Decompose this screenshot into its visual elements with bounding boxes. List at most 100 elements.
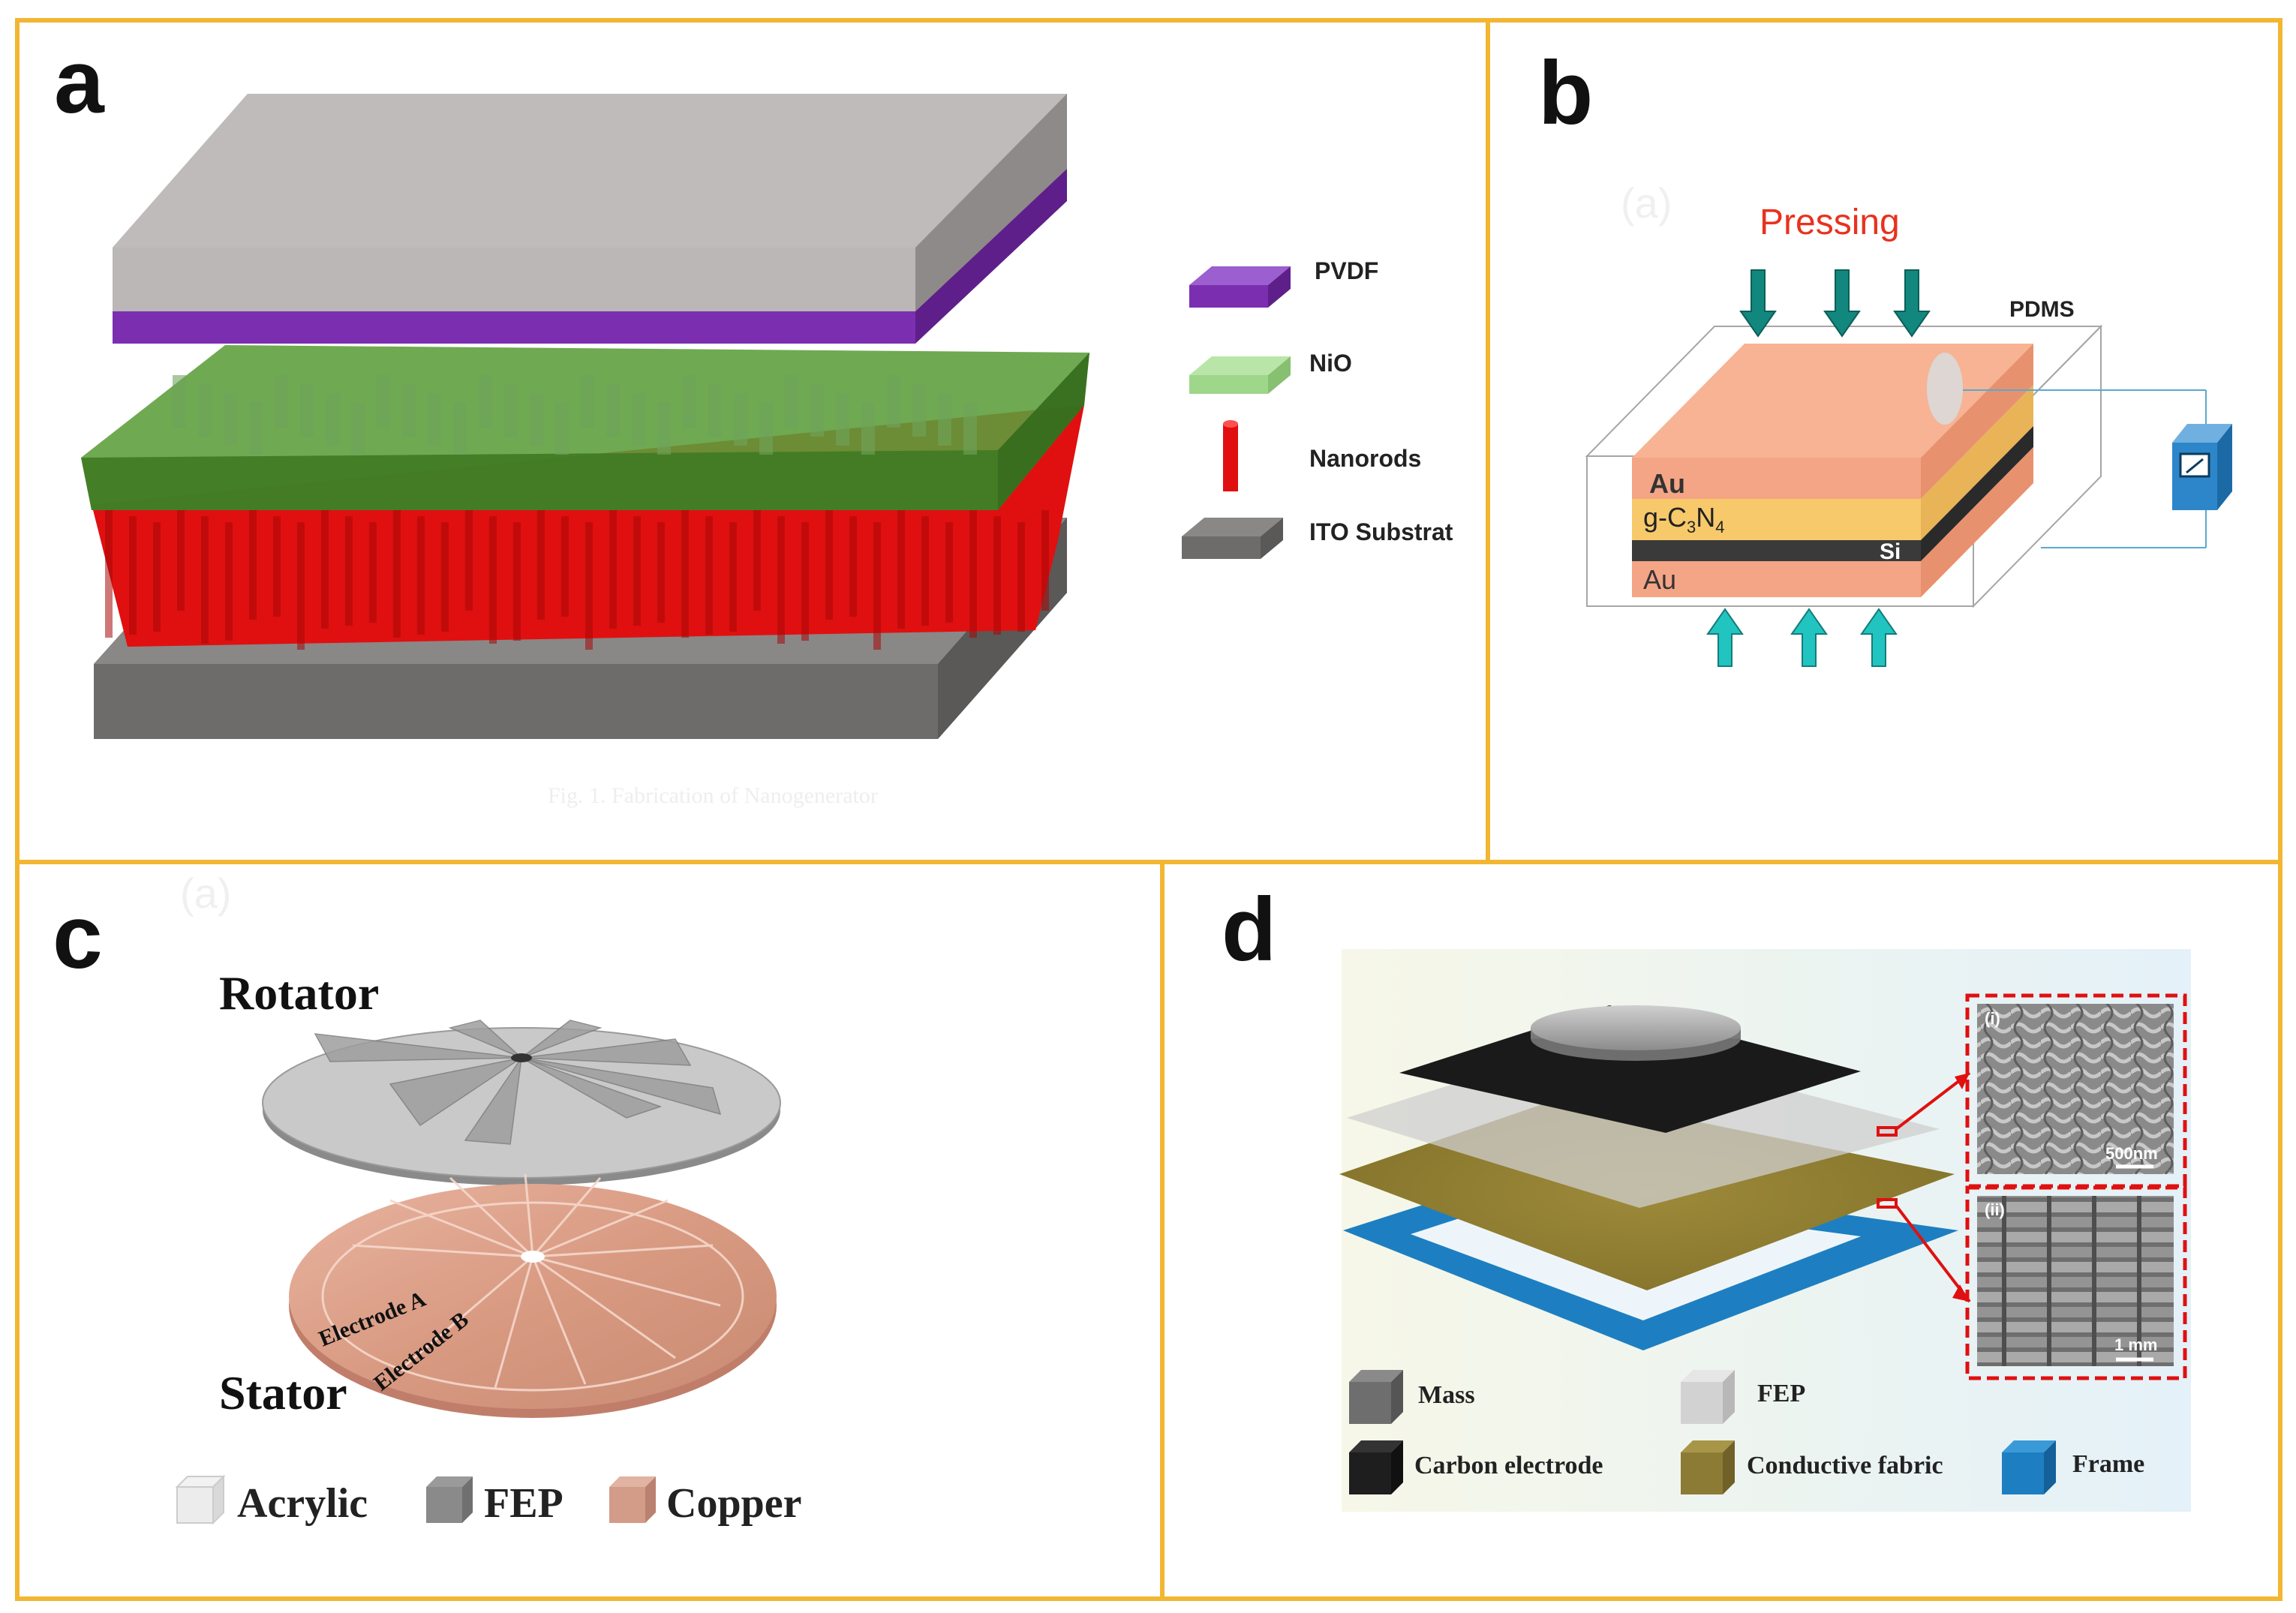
nanorod-shade <box>945 522 953 623</box>
legend-c-copper: Copper <box>666 1480 801 1527</box>
nanorod-shade <box>873 522 881 650</box>
sem-inset-ii <box>1965 1185 2187 1380</box>
legend-a-nanorods: Nanorods <box>1309 445 1421 472</box>
nio-rod-top <box>887 375 900 428</box>
frame-bottom <box>15 1596 2281 1601</box>
nanorod-shade <box>561 516 569 617</box>
frame-divider-bottom <box>1160 863 1165 1598</box>
nio-rod-top <box>428 393 441 446</box>
legend-d-mass: Mass <box>1418 1381 1475 1409</box>
nio-rod-top <box>938 393 951 446</box>
stator-label: Stator <box>219 1366 347 1419</box>
nanorod-shade <box>585 522 593 650</box>
nanorod-shade <box>321 510 329 629</box>
nanorod-shade <box>393 510 401 638</box>
nio-rod-top <box>275 375 288 428</box>
nio-rod-top <box>836 393 849 446</box>
nio-rod-top <box>734 393 747 446</box>
connector-arrow-head-1 <box>1955 1073 1970 1089</box>
nanorod-shade <box>369 522 377 623</box>
nanorod-shade <box>105 510 113 638</box>
nanorod-shade <box>897 510 905 629</box>
nio-rod-top <box>453 402 467 455</box>
panel-c-ghost-letter: (a) <box>180 870 231 917</box>
nio-rod-top <box>810 384 824 437</box>
stator-disk <box>289 1173 777 1418</box>
nio-rod-top <box>581 375 594 428</box>
panel-a-letter: a <box>54 32 105 132</box>
carbon-electrode-layer <box>1399 1005 1861 1133</box>
nio-rod-top <box>326 393 339 446</box>
legend-d-fep: FEP <box>1757 1380 1805 1407</box>
nanorod-shade <box>297 522 305 650</box>
nanorod-shade <box>849 516 857 617</box>
inset-connectors <box>1877 1071 1971 1303</box>
nanorod-shade <box>441 522 449 632</box>
nanorod-shade <box>153 522 161 632</box>
panel-c-letter: c <box>53 887 103 987</box>
nanorod-shade <box>273 516 281 617</box>
nanorod-shade <box>825 510 833 620</box>
gcn-mid: N <box>1696 502 1715 533</box>
nanorod-shade <box>417 516 425 635</box>
nanorod-shade <box>729 522 737 632</box>
top-slab <box>113 94 1067 311</box>
nanorod-shade <box>225 522 233 641</box>
au-top-label: Au <box>1649 468 1685 499</box>
nanorod-shade <box>1041 510 1049 611</box>
nio-rod-top <box>530 393 543 446</box>
nio-rod-top <box>173 375 186 428</box>
nanorod-shade <box>753 510 761 611</box>
gcn-label: g-C3N4 <box>1643 502 1725 536</box>
inset-ii-label: (ii) <box>1985 1200 2005 1219</box>
nanorod-shade <box>921 516 929 626</box>
panel-d-letter: d <box>1222 879 1276 980</box>
nanorod-shade <box>993 516 1001 635</box>
nanorod-shade <box>129 516 137 635</box>
nio-rod-top <box>963 402 977 455</box>
layer-stack <box>1632 344 2033 597</box>
frame-right <box>2278 18 2282 1601</box>
nanorod-shade <box>489 516 497 644</box>
nanorod-shade <box>465 510 473 611</box>
panel-b-letter: b <box>1538 43 1593 143</box>
nanorod-shade <box>633 516 641 626</box>
legend-a-nio: NiO <box>1309 350 1352 377</box>
pressing-label: Pressing <box>1760 203 1900 242</box>
nio-rod-top <box>657 402 671 455</box>
pdms-label: PDMS <box>2009 297 2075 322</box>
pvdf-layer <box>113 169 1067 344</box>
au-bottom-label: Au <box>1643 564 1676 595</box>
nio-rod-top <box>402 384 416 437</box>
nio-rod-top <box>249 402 263 455</box>
mass-disk <box>1531 1005 1741 1061</box>
nio-rod-tops <box>173 375 977 455</box>
inset-i-scale: 500nm <box>2105 1144 2158 1163</box>
nanorod-shade <box>801 522 809 641</box>
nanorod-shade <box>777 516 785 644</box>
gcn-sub1: 3 <box>1687 518 1696 536</box>
legend-a-icons <box>1182 266 1291 559</box>
legend-d-icons <box>1349 1370 2056 1494</box>
legend-c-fep: FEP <box>484 1480 563 1527</box>
nanorod-shade <box>201 516 209 644</box>
legend-d-frame: Frame <box>2072 1450 2144 1478</box>
legend-c-icons <box>175 1474 656 1525</box>
nanorod-shade <box>345 516 353 626</box>
nanorod-shade <box>681 510 689 638</box>
panel-b-ghost-letter: (a) <box>1621 179 1672 227</box>
pressing-arrows-bottom <box>1706 608 1898 667</box>
legend-c-acrylic: Acrylic <box>237 1480 368 1527</box>
nanorod-shade <box>537 510 545 620</box>
connector-arrow-head-2 <box>1952 1284 1970 1302</box>
nio-rod-top <box>198 384 212 437</box>
nanorod-shade <box>177 510 185 611</box>
frame-left <box>15 18 20 1601</box>
nanorod-shade <box>1017 522 1025 632</box>
legend-d-fabric: Conductive fabric <box>1747 1452 1943 1479</box>
rotator-disk <box>262 1020 781 1185</box>
nio-rod-top <box>785 375 798 428</box>
nio-rod-top <box>351 402 365 455</box>
nio-rod-top <box>912 384 926 437</box>
inset-ii-scale: 1 mm <box>2114 1335 2157 1354</box>
